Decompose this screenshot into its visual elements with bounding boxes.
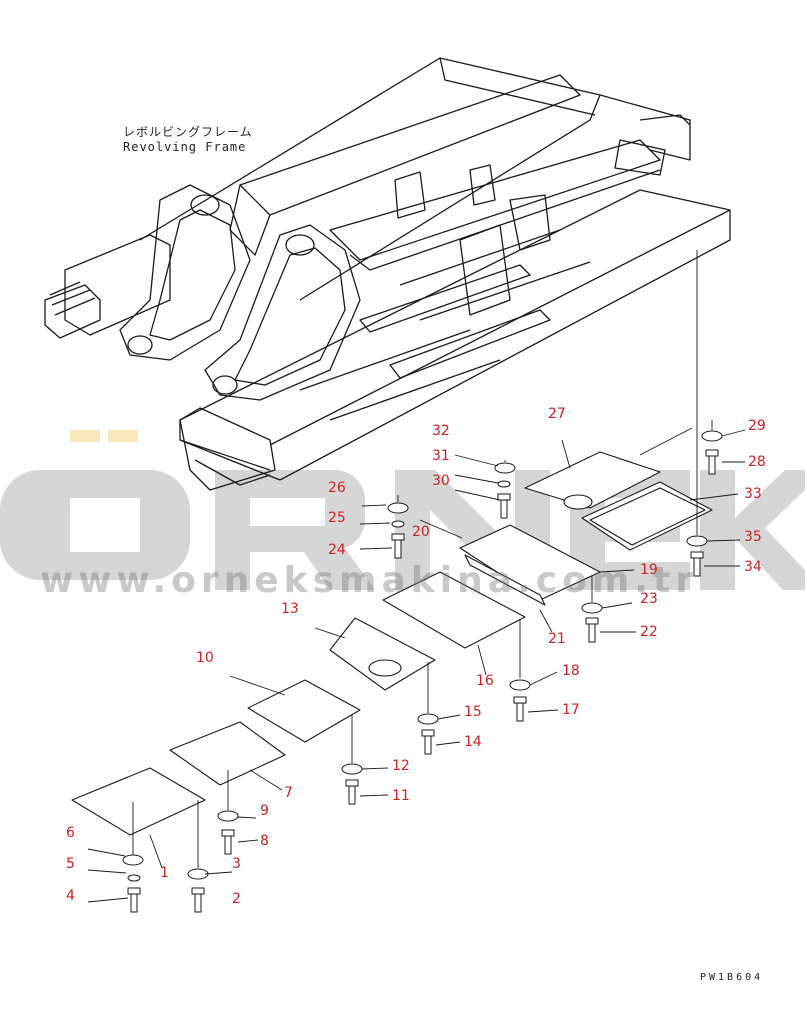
callout-19: 19 [640,562,658,578]
callout-17: 17 [562,702,580,718]
watermark-url: www.orneksmakina.com.tr [40,560,698,601]
callout-7: 7 [284,785,293,801]
plate-1 [71,767,206,836]
drawing-reference: PW1B604 [700,972,764,983]
callout-12: 12 [392,758,410,774]
callout-31: 31 [432,448,450,464]
callout-11: 11 [392,788,410,804]
callout-9: 9 [260,803,269,819]
callout-28: 28 [748,454,766,470]
callout-33: 33 [744,486,762,502]
callout-32: 32 [432,423,450,439]
callout-20: 20 [412,524,430,540]
callout-35: 35 [744,529,762,545]
plate-13 [329,617,436,691]
callout-3: 3 [232,856,241,872]
callout-16: 16 [476,673,494,689]
callout-26: 26 [328,480,346,496]
leader-lines [87,250,746,903]
callout-27: 27 [548,406,566,422]
callout-1: 1 [160,865,169,881]
callout-14: 14 [464,734,482,750]
frame-title-en: Revolving Frame [123,140,247,154]
frame-title-jp: レボルビングフレーム [123,125,253,139]
plate-16 [382,571,526,649]
callout-10: 10 [196,650,214,666]
callout-13: 13 [281,601,299,617]
callout-8: 8 [260,833,269,849]
plate-10 [247,679,361,743]
callout-4: 4 [66,888,75,904]
callout-23: 23 [640,591,658,607]
revolving-frame [44,57,731,491]
callout-15: 15 [464,704,482,720]
callout-21: 21 [548,631,566,647]
callout-25: 25 [328,510,346,526]
callout-18: 18 [562,663,580,679]
cover-plates [71,451,713,836]
callout-34: 34 [744,559,762,575]
callout-29: 29 [748,418,766,434]
callout-6: 6 [66,825,75,841]
callout-5: 5 [66,856,75,872]
callout-24: 24 [328,542,346,558]
callout-22: 22 [640,624,658,640]
callout-30: 30 [432,473,450,489]
plate-7 [169,721,286,786]
callout-2: 2 [232,891,241,907]
callout-numbers: 1 2 3 4 5 6 7 8 9 10 11 12 13 14 15 16 1… [66,406,766,907]
